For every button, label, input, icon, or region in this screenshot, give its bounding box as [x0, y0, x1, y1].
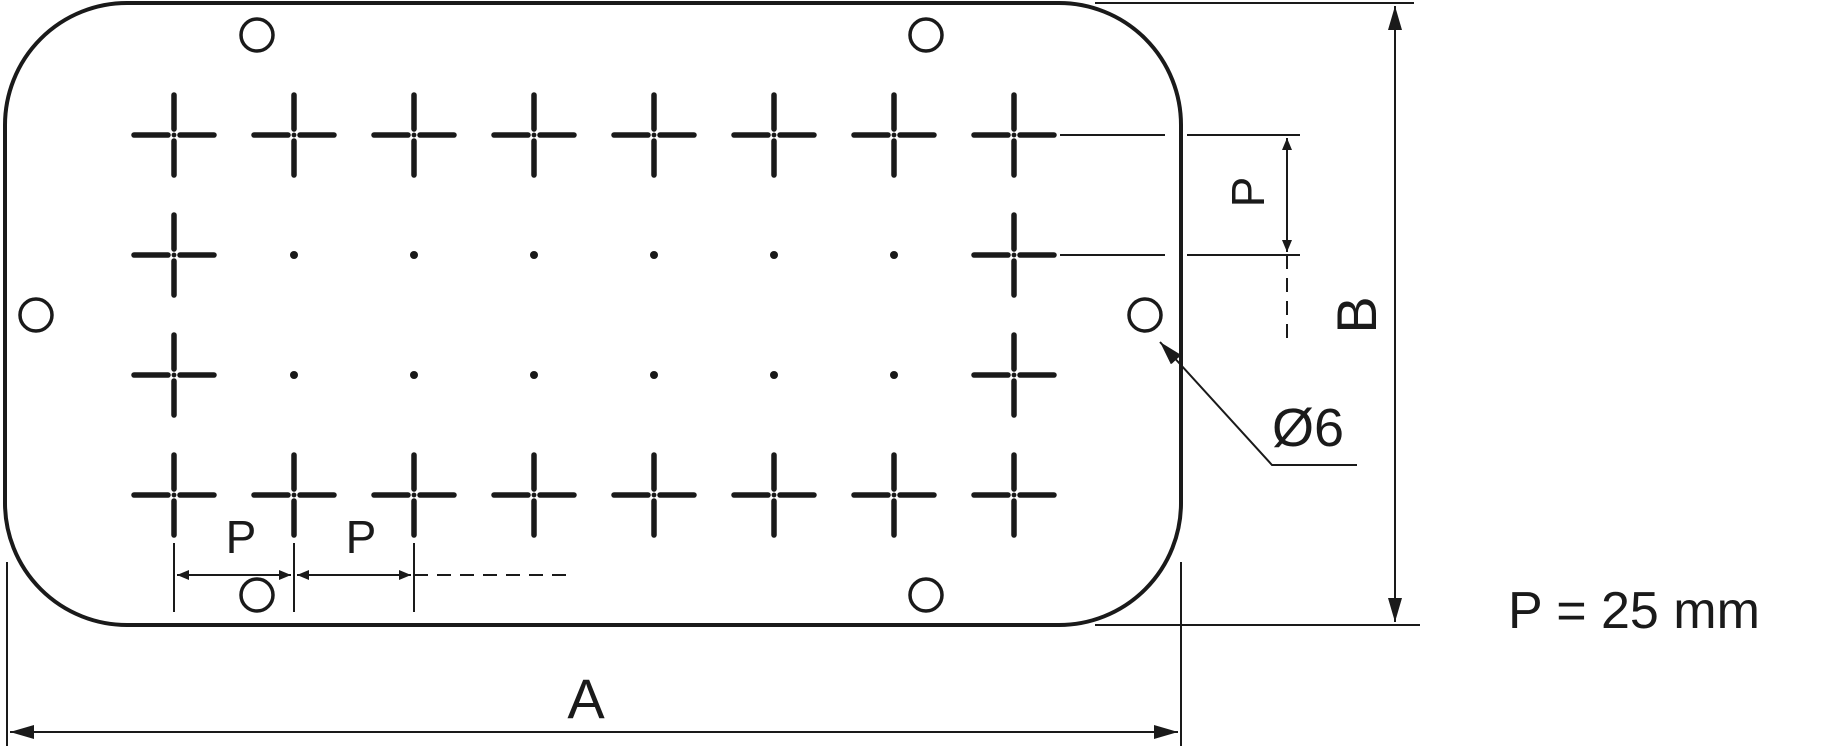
cross-mark-icon [131, 92, 217, 178]
cross-mark-icon [371, 92, 457, 178]
dimension-pitch-vertical [1060, 134, 1300, 340]
mounting-hole-icon [908, 17, 944, 53]
center-dot-icon [410, 371, 418, 379]
center-dot-icon [530, 371, 538, 379]
hole-diameter-leader [1159, 341, 1357, 466]
cross-mark-icon [971, 92, 1057, 178]
dimension-pitch-horizontal [173, 543, 570, 612]
center-dot-icon [770, 371, 778, 379]
cross-mark-icon [131, 452, 217, 538]
center-dot-icon [530, 251, 538, 259]
center-dot-icon [650, 371, 658, 379]
center-dot-icon [890, 251, 898, 259]
cross-mark-icon [971, 452, 1057, 538]
mounting-hole-icon [908, 577, 944, 613]
cross-mark-icon [731, 452, 817, 538]
plate-outline [3, 1, 1183, 627]
cross-mark-icon [611, 452, 697, 538]
dimension-b-label: B [1325, 296, 1388, 333]
hole-diameter-label: Ø6 [1272, 398, 1344, 458]
cross-mark-icon [611, 92, 697, 178]
center-dot-icon [650, 251, 658, 259]
cross-mark-icon [971, 332, 1057, 418]
mounting-hole-icon [239, 577, 275, 613]
dimension-a-label: A [567, 667, 605, 730]
center-dot-icon [290, 371, 298, 379]
cross-mark-icon [851, 452, 937, 538]
center-dot-icon [410, 251, 418, 259]
mounting-hole-icon [1127, 297, 1163, 333]
pitch-value-note: P = 25 mm [1508, 582, 1760, 640]
mounting-hole-icon [239, 17, 275, 53]
dimension-a [6, 562, 1182, 746]
cross-mark-icon [851, 92, 937, 178]
cross-mark-icon [371, 452, 457, 538]
cross-mark-icon [731, 92, 817, 178]
center-dot-icon [290, 251, 298, 259]
mounting-holes [18, 17, 1163, 613]
pitch-vertical-label: P [1222, 177, 1274, 208]
cross-mark-icon [131, 212, 217, 298]
cross-mark-icon [131, 332, 217, 418]
cross-mark-icon [251, 92, 337, 178]
center-dot-icon [890, 371, 898, 379]
center-dot-icon [770, 251, 778, 259]
knockout-grid [131, 92, 1057, 538]
mounting-hole-icon [18, 297, 54, 333]
cross-mark-icon [491, 452, 577, 538]
dimension-b [1095, 2, 1420, 626]
cross-mark-icon [491, 92, 577, 178]
cross-mark-icon [971, 212, 1057, 298]
pitch-horizontal-label-1: P [226, 511, 257, 563]
pitch-horizontal-label-2: P [346, 511, 377, 563]
cross-mark-icon [251, 452, 337, 538]
